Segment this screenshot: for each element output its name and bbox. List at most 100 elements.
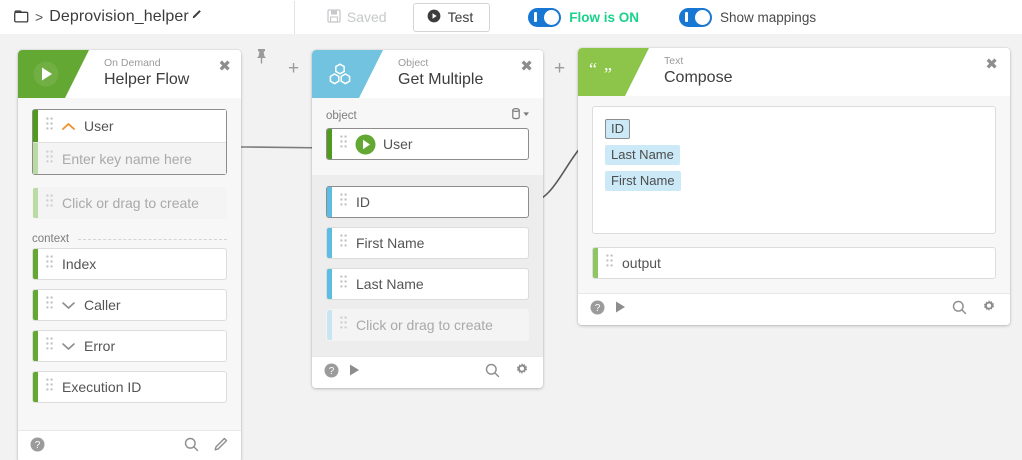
help-icon[interactable]: ? [590,300,605,320]
drag-handle-icon[interactable] [340,316,347,334]
field-error[interactable]: Error [32,330,227,362]
drag-handle-icon[interactable] [46,117,53,135]
field-placeholder: Enter key name here [62,150,192,167]
token-last-name[interactable]: Last Name [605,145,680,165]
card-name: Helper Flow [104,71,190,88]
field-label: Last Name [356,276,424,292]
quotes-icon: “” [578,48,634,96]
svg-text:?: ? [35,440,41,451]
field-label: Execution ID [62,379,142,395]
field-index[interactable]: Index [32,248,227,280]
play-icon[interactable] [614,300,627,319]
drag-handle-icon[interactable] [340,193,347,211]
plus-icon[interactable]: + [554,58,566,79]
card-header-text: On Demand Helper Flow [104,57,189,90]
card-body: ID First Name Last Name [312,175,543,356]
drag-handle-icon[interactable] [46,194,53,212]
cubes-icon [312,50,368,98]
help-icon[interactable]: ? [30,437,45,457]
card-kind: On Demand [104,57,161,69]
field-label: Click or drag to create [62,195,199,211]
pencil-icon[interactable] [213,437,228,457]
breadcrumb-separator: > [35,9,44,25]
field-label: output [622,255,661,271]
card-compose[interactable]: “” Text Compose ✖ ID Last Name First Nam… [578,48,1010,325]
pushpin-icon[interactable] [255,48,268,69]
field-key-name[interactable]: Enter key name here [33,142,226,174]
token-first-name[interactable]: First Name [605,171,681,191]
field-create-placeholder[interactable]: Click or drag to create [32,187,227,219]
help-icon[interactable]: ? [324,363,339,383]
card-name: Compose [664,69,733,86]
field-label: Index [62,256,97,272]
page-title: Deprovision_helper [49,8,189,25]
card-body: User Enter key name here Click or drag t… [18,98,241,430]
pencil-icon[interactable] [190,8,202,26]
plus-icon[interactable]: + [288,58,300,79]
field-execution-id[interactable]: Execution ID [32,371,227,403]
play-icon[interactable] [348,363,361,382]
card-footer: ? [312,356,543,388]
field-first-name[interactable]: First Name [326,227,529,259]
card-name: Get Multiple [398,71,484,88]
svg-text:“: “ [589,62,597,79]
drag-handle-icon[interactable] [46,255,53,273]
card-footer: ? [578,293,1010,325]
card-header: Object Get Multiple ✖ [312,50,543,98]
chevron-down-icon[interactable] [62,301,75,310]
chevron-down-icon[interactable] [62,342,75,351]
chevron-up-icon[interactable] [62,122,75,131]
drag-handle-icon[interactable] [340,234,347,252]
gear-icon[interactable] [514,362,530,383]
close-icon[interactable]: ✖ [218,57,231,75]
database-dropdown-icon[interactable] [511,107,531,124]
field-output[interactable]: output [592,247,996,279]
drag-handle-icon[interactable] [46,149,53,168]
card-get-multiple[interactable]: Object Get Multiple ✖ object [312,50,543,388]
field-user[interactable]: User [33,110,226,142]
field-label: ID [356,194,370,210]
drag-handle-icon[interactable] [340,275,347,293]
test-button[interactable]: Test [412,2,491,32]
header-shape [18,50,89,98]
drag-handle-icon[interactable] [606,254,613,272]
svg-text:?: ? [329,366,335,377]
card-kind: Object [398,57,429,69]
search-icon[interactable] [952,300,967,320]
token-id[interactable]: ID [605,119,630,139]
card-kind: Text [664,55,684,67]
drag-handle-icon[interactable] [46,296,53,314]
toggle-switch[interactable] [528,7,562,27]
drag-handle-icon[interactable] [340,135,347,153]
flow-enabled-toggle[interactable]: Flow is ON [528,7,639,27]
field-id[interactable]: ID [326,186,529,218]
section-label-text: context [32,233,70,245]
field-label: Click or drag to create [356,317,493,333]
field-create-placeholder[interactable]: Click or drag to create [326,309,529,341]
section-divider [78,238,227,240]
play-circle-icon [427,9,441,26]
toolbar-divider [293,0,295,34]
field-last-name[interactable]: Last Name [326,268,529,300]
compose-editor[interactable]: ID Last Name First Name [592,106,996,234]
card-helper-flow[interactable]: On Demand Helper Flow ✖ User [18,50,241,460]
field-object-user[interactable]: User [326,128,529,160]
folder-icon [14,10,31,24]
section-label-text: object [326,109,357,122]
search-icon[interactable] [485,363,500,383]
section-label-context: context [18,228,241,248]
field-caller[interactable]: Caller [32,289,227,321]
field-label: First Name [356,235,425,251]
show-mappings-toggle[interactable]: Show mappings [679,7,817,27]
breadcrumb[interactable]: > Deprovision_helper [14,8,202,26]
drag-handle-icon[interactable] [46,337,53,355]
mappings-toggle-label: Show mappings [720,9,817,25]
field-label: User [84,118,114,134]
toggle-switch[interactable] [679,7,713,27]
search-icon[interactable] [184,437,199,457]
drag-handle-icon[interactable] [46,378,53,396]
close-icon[interactable]: ✖ [985,55,998,73]
svg-text:?: ? [595,303,601,314]
gear-icon[interactable] [981,299,997,320]
close-icon[interactable]: ✖ [520,57,533,75]
